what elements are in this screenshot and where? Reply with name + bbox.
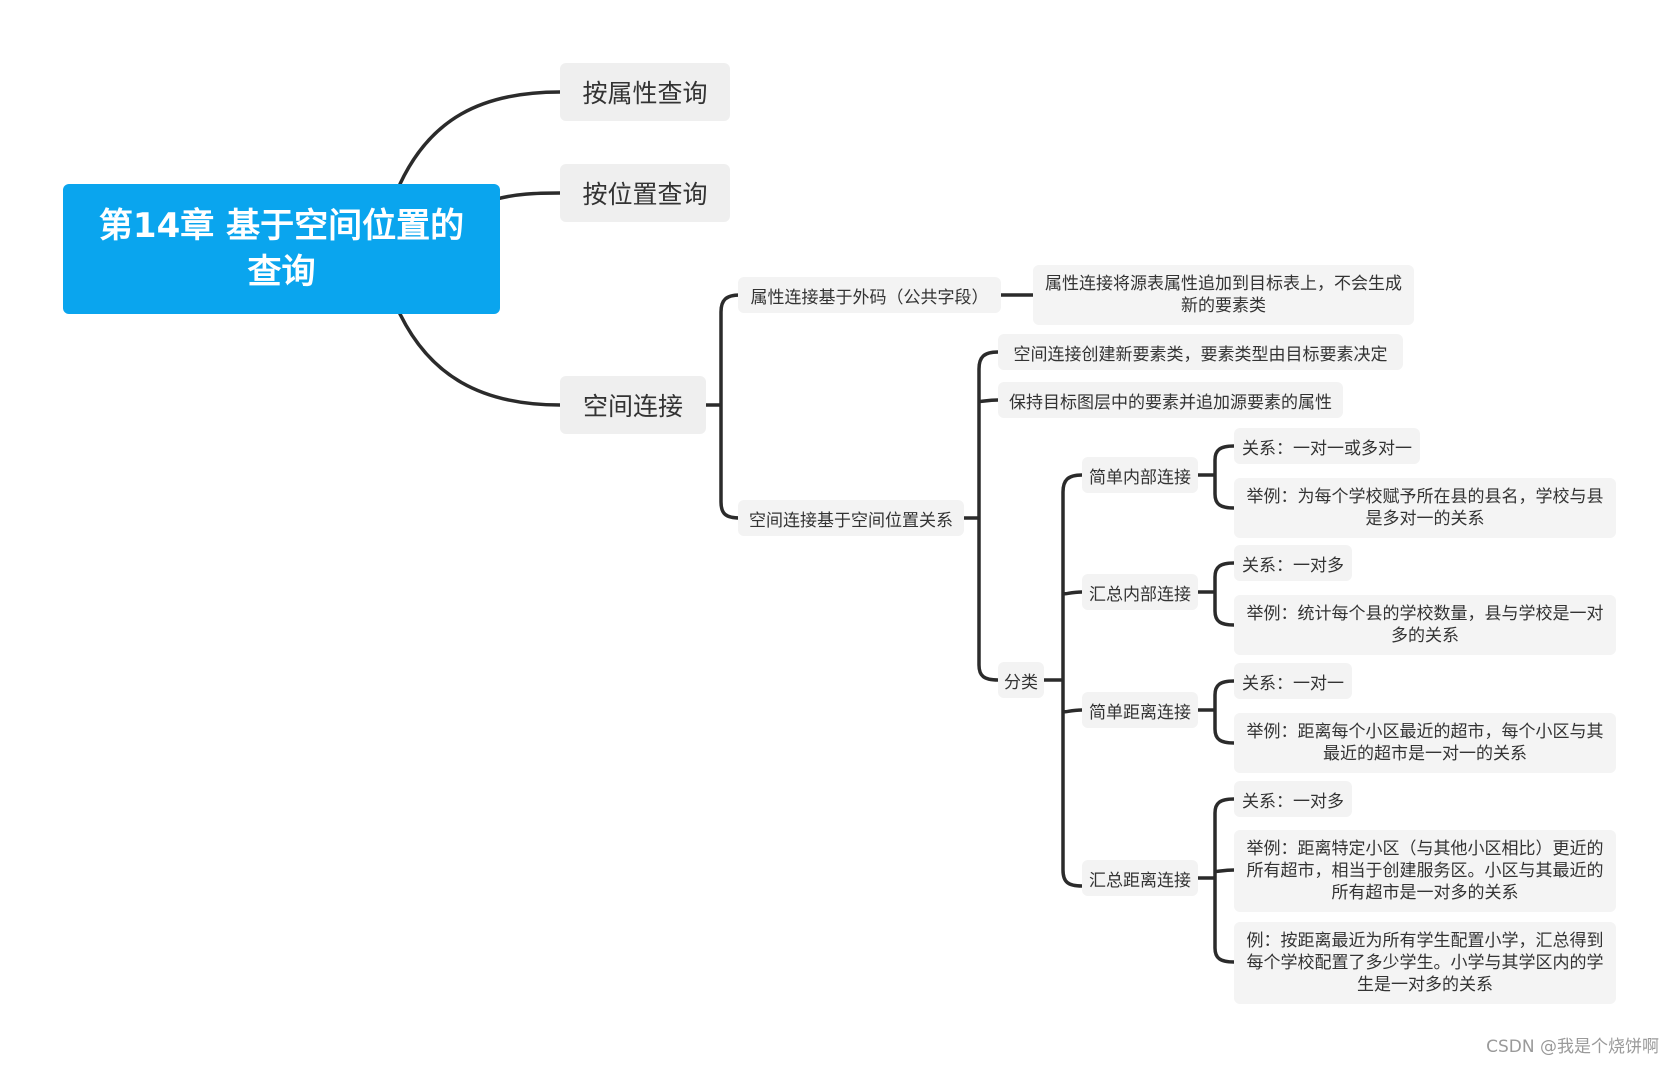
root-topic[interactable]: 第14章 基于空间位置的查询 [63, 184, 500, 314]
topic-summary-distance-example2[interactable]: 例：按距离最近为所有学生配置小学，汇总得到每个学校配置了多少学生。小学与其学区内… [1234, 922, 1616, 1004]
topic-spatial-join[interactable]: 空间连接 [560, 376, 706, 434]
topic-new-class[interactable]: 空间连接创建新要素类，要素类型由目标要素决定 [998, 334, 1403, 370]
link-summary-distance-children [1196, 797, 1236, 964]
topic-summary-distance-example-label: 举例：距离特定小区（与其他小区相比）更近的所有超市，相当于创建服务区。小区与其最… [1246, 839, 1604, 903]
topic-category[interactable]: 分类 [998, 662, 1044, 698]
topic-summary-distance-label: 汇总距离连接 [1089, 870, 1191, 891]
topic-spatial-rel[interactable]: 空间连接基于空间位置关系 [738, 500, 964, 536]
topic-simple-distance-relation-label: 关系：一对一 [1242, 673, 1344, 694]
topic-simple-inner-example-label: 举例：为每个学校赋予所在县的县名，学校与县是多对一的关系 [1246, 487, 1604, 529]
topic-simple-distance-label: 简单距离连接 [1089, 702, 1191, 723]
topic-summary-inner-relation[interactable]: 关系：一对多 [1234, 545, 1352, 581]
topic-summary-inner-label: 汇总内部连接 [1089, 584, 1191, 605]
topic-attr-query-label: 按属性查询 [582, 79, 708, 108]
topic-loc-query-label: 按位置查询 [582, 180, 708, 209]
link-root-loc-query [495, 191, 562, 201]
topic-simple-distance-example[interactable]: 举例：距离每个小区最近的超市，每个小区与其最近的超市是一对一的关系 [1234, 713, 1616, 773]
topic-attr-join-desc-label: 属性连接将源表属性追加到目标表上，不会生成新的要素类 [1045, 274, 1402, 316]
topic-summary-distance-relation-label: 关系：一对多 [1242, 791, 1344, 812]
topic-summary-inner-example[interactable]: 举例：统计每个县的学校数量，县与学校是一对多的关系 [1234, 595, 1616, 655]
topic-new-class-label: 空间连接创建新要素类，要素类型由目标要素决定 [1013, 344, 1388, 365]
topic-attr-join-label: 属性连接基于外码（公共字段） [750, 287, 989, 308]
topic-simple-distance-example-label: 举例：距离每个小区最近的超市，每个小区与其最近的超市是一对一的关系 [1246, 722, 1604, 764]
topic-attr-join-desc[interactable]: 属性连接将源表属性追加到目标表上，不会生成新的要素类 [1033, 265, 1414, 325]
link-root-spatial-join [398, 312, 562, 407]
topic-summary-distance-example2-label: 例：按距离最近为所有学生配置小学，汇总得到每个学校配置了多少学生。小学与其学区内… [1246, 931, 1604, 995]
topic-summary-inner-relation-label: 关系：一对多 [1242, 555, 1344, 576]
link-category-children [1042, 473, 1084, 888]
topic-summary-distance-relation[interactable]: 关系：一对多 [1234, 781, 1352, 817]
root-topic-label: 第14章 基于空间位置的查询 [98, 206, 465, 292]
topic-keep-attrs-label: 保持目标图层中的要素并追加源要素的属性 [1009, 392, 1332, 413]
topic-simple-inner-example[interactable]: 举例：为每个学校赋予所在县的县名，学校与县是多对一的关系 [1234, 478, 1616, 538]
link-spatial-join-children [704, 293, 742, 520]
topic-simple-inner[interactable]: 简单内部连接 [1082, 457, 1198, 493]
topic-summary-inner[interactable]: 汇总内部连接 [1082, 574, 1198, 610]
topic-spatial-join-label: 空间连接 [582, 392, 683, 421]
topic-keep-attrs[interactable]: 保持目标图层中的要素并追加源要素的属性 [998, 382, 1343, 418]
link-simple-distance-children [1196, 679, 1236, 745]
link-simple-inner-children [1196, 444, 1236, 510]
topic-category-label: 分类 [1004, 672, 1038, 693]
topic-simple-inner-relation-label: 关系：一对一或多对一 [1242, 438, 1412, 459]
topic-spatial-rel-label: 空间连接基于空间位置关系 [749, 510, 953, 531]
topic-loc-query[interactable]: 按位置查询 [560, 164, 730, 222]
topic-simple-distance-relation[interactable]: 关系：一对一 [1234, 663, 1352, 699]
link-summary-inner-children [1196, 561, 1236, 627]
topic-summary-inner-example-label: 举例：统计每个县的学校数量，县与学校是一对多的关系 [1246, 604, 1604, 646]
link-root-attr-query [398, 90, 562, 186]
topic-attr-join[interactable]: 属性连接基于外码（公共字段） [738, 277, 1001, 313]
topic-summary-distance[interactable]: 汇总距离连接 [1082, 860, 1198, 896]
topic-summary-distance-example[interactable]: 举例：距离特定小区（与其他小区相比）更近的所有超市，相当于创建服务区。小区与其最… [1234, 830, 1616, 912]
watermark-text: CSDN @我是个烧饼啊 [1486, 1037, 1659, 1057]
topic-simple-inner-label: 简单内部连接 [1089, 467, 1191, 488]
topic-simple-distance[interactable]: 简单距离连接 [1082, 692, 1198, 728]
link-spatial-rel-children [962, 350, 1000, 682]
topic-attr-query[interactable]: 按属性查询 [560, 63, 730, 121]
topic-simple-inner-relation[interactable]: 关系：一对一或多对一 [1234, 428, 1420, 464]
